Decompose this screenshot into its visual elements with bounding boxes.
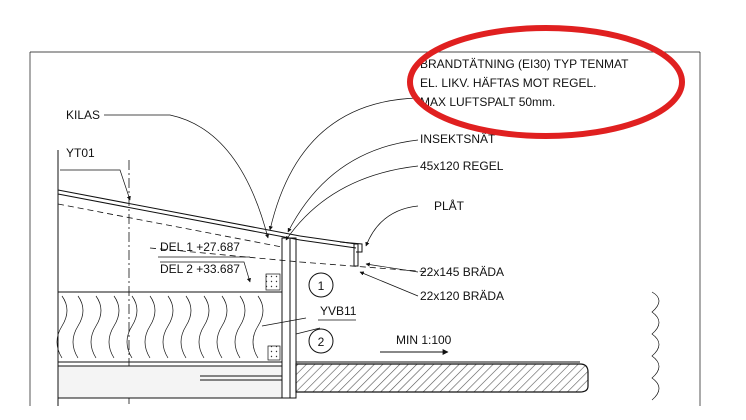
fire-seal-note-line2: EL. LIKV. HÄFTAS MOT REGEL. [420,76,597,90]
leader-lines [60,97,421,335]
drawing-frame [29,51,701,406]
fascia-sheet [339,241,363,267]
fire-seal-note-line1: BRANDTÄTNING (EI30) TYP TENMAT [420,57,629,71]
callout-ellipse [407,25,685,139]
marker-1-label: 1 [318,279,325,293]
marker-2: 2 [308,328,334,354]
insulation-batts [56,291,282,363]
del1-label: DEL 1 +27.687 [160,240,240,254]
marker-2-label: 2 [318,335,325,349]
brada2-label: 22x120 BRÄDA [420,289,504,303]
yvb11-label: YVB11 [320,304,357,318]
kilas-label: KILAS [66,108,100,122]
plat-label: PLÅT [434,198,465,213]
del2-label: DEL 2 +33.687 [160,262,240,276]
insektsnat-label: INSEKTSNÄT [420,132,496,146]
fire-seal-note-line3: MAX LUFTSPALT 50mm. [420,95,555,109]
min-slope-label: MIN 1:100 [396,333,452,347]
yt01-label: YT01 [66,146,95,160]
regel-label: 45x120 REGEL [420,159,504,173]
balcony-slab [295,361,589,393]
marker-1: 1 [308,272,334,298]
floor-slab [57,365,283,399]
break-line [651,291,660,401]
roof-slope [57,189,431,273]
brada1-label: 22x145 BRÄDA [420,265,504,279]
stud-regel [265,237,297,399]
